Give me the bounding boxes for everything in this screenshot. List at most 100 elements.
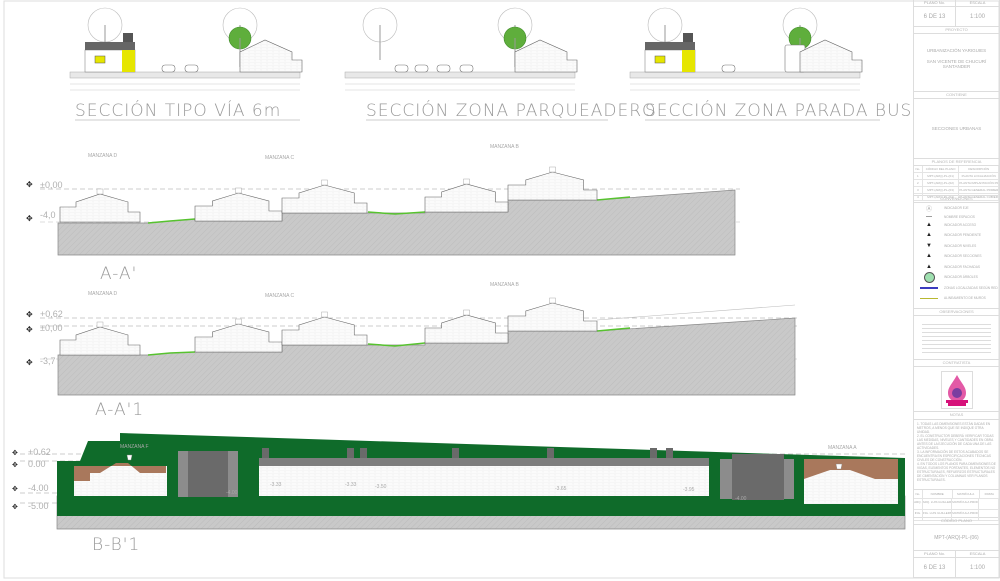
convention-label: INDICADOR EJE xyxy=(944,206,969,211)
level-marker-icon: ✥ xyxy=(12,485,18,493)
level-label: +0.62 xyxy=(28,447,51,457)
chimney xyxy=(549,297,556,304)
scale: 1:100 xyxy=(956,7,999,27)
convention-label: INDICADOR PENDIENTE xyxy=(944,233,982,238)
level-marker-icon: ✥ xyxy=(26,214,33,223)
level-marker-icon: ✥ xyxy=(12,449,18,457)
block-label: MANZANA C xyxy=(265,155,295,161)
convention-item: ▲INDICADOR FACHADAS xyxy=(914,262,999,273)
level-label: 0.00 xyxy=(28,459,46,469)
house-elevation xyxy=(59,321,141,356)
signature-cell: MATRÍCULA PROFESIONAL xyxy=(952,510,979,520)
spot-level: -3.95 xyxy=(683,487,695,493)
convention-item: —NOMBRE ESPACIOS xyxy=(914,214,999,220)
plan-code: MPT-(ARQ)-PL-(06) xyxy=(914,525,999,551)
section-title-via: SECCIÓN TIPO VÍA 6m xyxy=(75,99,281,121)
section-aa: MANZANA D MANZANA C MANZANA B ±0,00 -4,0… xyxy=(26,144,740,284)
convention-item: ▲INDICADOR SECCIONES xyxy=(914,251,999,262)
convention-label: NOMBRE ESPACIOS xyxy=(944,214,975,219)
spot-level: -4.00 xyxy=(735,496,747,502)
notes-list: 1. TODAS LAS DIMENSIONES ESTÁN DADAS EN … xyxy=(914,420,999,490)
access-indicator-icon: ▲ xyxy=(926,221,932,228)
reference-cell: PLANTA IMPLANTACIÓN PROPUESTA xyxy=(959,180,999,186)
chimney xyxy=(96,188,104,195)
level-label: -5.00 xyxy=(28,501,49,511)
house-elevation xyxy=(239,39,303,73)
section-title-parqueadero: SECCIÓN ZONA PARQUEADERO xyxy=(366,99,656,121)
contains: SECCIONES URBANAS xyxy=(914,99,999,159)
plan-no: 6 DE 13 xyxy=(914,558,956,578)
reference-cell: MPT-(ARQ)-PL-(01) xyxy=(923,173,960,179)
observations-label: OBSERVACIONES xyxy=(914,309,999,316)
slope-indicator-icon: ▲ xyxy=(926,232,932,239)
sig-header: FIRMA xyxy=(984,492,995,496)
convention-item: ▲INDICADOR ACCESO xyxy=(914,220,999,231)
level-label: ±0,00 xyxy=(40,323,62,333)
reference-cell: 3 xyxy=(914,187,923,193)
section-title: B-B'1 xyxy=(92,535,140,555)
convention-item: ZONAS LOCALIZADAS SEGÚN RED xyxy=(914,283,999,294)
chimney xyxy=(96,321,104,328)
notes-label: NOTAS xyxy=(914,412,999,420)
house-elevation xyxy=(281,179,368,214)
section-title: A-A'1 xyxy=(95,400,144,420)
convention-item: ALINEAMIENTO DE MUROS xyxy=(914,293,999,304)
level-label: +0,62 xyxy=(40,309,63,319)
chimney xyxy=(235,318,242,325)
commercial-house xyxy=(644,33,696,73)
project-info: URBANIZACIÓN YARIGUIES SAN VICENTE DE CH… xyxy=(914,34,999,92)
axis-indicator-icon: Ⓐ xyxy=(925,206,932,213)
yellow-line-icon xyxy=(914,297,944,299)
signature-cell: ING. xyxy=(914,510,923,520)
reference-cell: 4 xyxy=(914,194,923,200)
plan-code-label: CÓDIGO PLANO xyxy=(914,518,999,525)
mini-section xyxy=(69,7,303,91)
house-elevation xyxy=(424,178,509,213)
references-label: PLANOS DE REFERENCIA xyxy=(914,159,999,166)
convention-item: ▼INDICADOR NIVELES xyxy=(914,241,999,252)
tree-outline-icon xyxy=(362,7,398,60)
observations-lines xyxy=(914,316,999,360)
house-elevation xyxy=(514,39,578,73)
scale-label: ESCALA xyxy=(956,0,999,7)
house-elevation xyxy=(799,39,863,73)
ref-header: CÓDIGO DEL PLANO xyxy=(923,166,960,172)
plan-no: 6 DE 13 xyxy=(914,7,956,27)
block-label: MANZANA D xyxy=(88,153,118,159)
project-location: SAN VICENTE DE CHUCURÍ SANTANDER xyxy=(926,59,987,69)
section-bb1: MANZANA F MANZANA A -4.00 -3.33 -3.33 -3… xyxy=(12,433,906,555)
note-item: 3. LA INFORMACIÓN DE ESTOS ACABADOS SE E… xyxy=(917,450,991,462)
signature-cell: ARQ. xyxy=(914,499,923,509)
sig-header: No. xyxy=(914,490,923,498)
level-label: ±0,00 xyxy=(40,180,62,190)
reference-cell: PLANTA LOCALIZACIÓN xyxy=(959,173,999,179)
signature-cell xyxy=(979,499,1000,509)
level-label: -3,7 xyxy=(40,356,56,366)
spot-level: -3.33 xyxy=(345,482,357,488)
level-marker-icon: ✥ xyxy=(12,503,18,511)
title-block: PLANO No. ESCALA 6 DE 13 1:100 PROYECTO … xyxy=(913,0,1000,578)
chimney xyxy=(463,309,470,316)
block-label: MANZANA F xyxy=(120,444,149,450)
level-marker-icon: ✥ xyxy=(12,461,18,469)
ref-header: DESCRIPCIÓN xyxy=(959,166,999,172)
conventions-label: CONVENCIONES xyxy=(914,196,999,203)
block-label: MANZANA C xyxy=(265,293,295,299)
reference-cell: 1 xyxy=(914,173,923,179)
logo xyxy=(940,371,973,409)
plan-no-label: PLANO No. xyxy=(914,0,956,7)
spot-level: -3.33 xyxy=(270,482,282,488)
block-label: MANZANA B xyxy=(490,282,520,288)
car-icon xyxy=(161,64,176,73)
chimney xyxy=(321,179,328,186)
level-label: -4.00 xyxy=(28,483,49,493)
note-item: 4. EN TODOS LOS PLANOS PARA DIMENSIONES … xyxy=(917,462,996,482)
convention-label: ALINEAMIENTO DE MUROS xyxy=(944,296,986,301)
